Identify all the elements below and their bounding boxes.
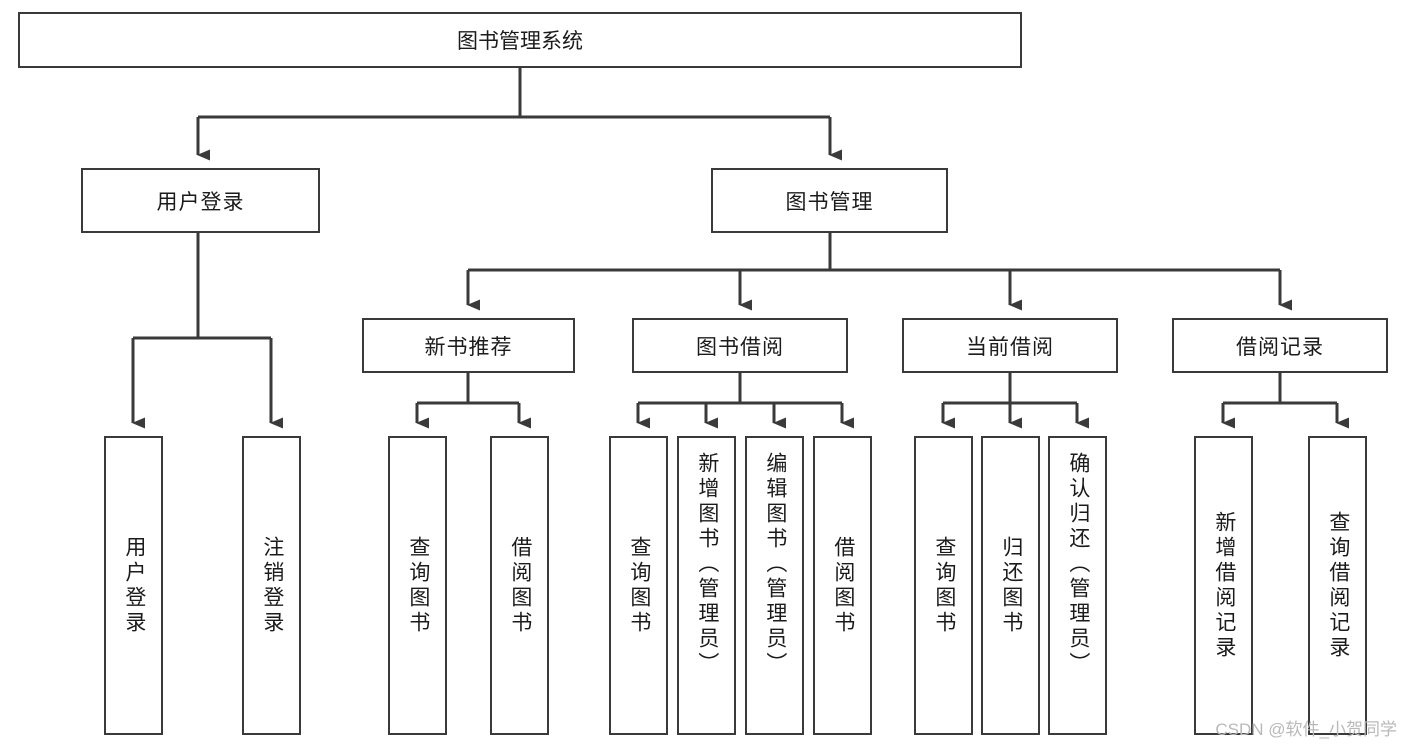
leaf-label: 新增借阅记录 xyxy=(1212,510,1236,661)
leaf-label: 新增图书（管理员） xyxy=(695,452,719,677)
node-label: 图书借阅 xyxy=(696,335,784,359)
node-current-borrow[interactable]: 当前借阅 xyxy=(902,318,1118,373)
node-book-management[interactable]: 图书管理 xyxy=(711,168,948,233)
node-root-system[interactable]: 图书管理系统 xyxy=(18,12,1022,68)
node-user-login[interactable]: 用户登录 xyxy=(81,168,320,233)
leaf-label: 确认归还（管理员） xyxy=(1066,452,1090,677)
leaf-query-book-recommend[interactable]: 查询图书 xyxy=(388,436,447,735)
leaf-label: 用户登录 xyxy=(122,535,146,636)
leaf-add-borrow-record[interactable]: 新增借阅记录 xyxy=(1194,436,1253,735)
node-borrow-record[interactable]: 借阅记录 xyxy=(1172,318,1388,373)
leaf-edit-book-admin[interactable]: 编辑图书（管理员） xyxy=(745,436,804,735)
leaf-user-login[interactable]: 用户登录 xyxy=(104,436,163,735)
leaf-label: 查询图书 xyxy=(627,535,651,636)
leaf-user-logout[interactable]: 注销登录 xyxy=(242,436,301,735)
leaf-borrow-book[interactable]: 借阅图书 xyxy=(813,436,872,735)
leaf-label: 查询图书 xyxy=(932,535,956,636)
leaf-borrow-book-recommend[interactable]: 借阅图书 xyxy=(490,436,549,735)
leaf-query-book-borrow[interactable]: 查询图书 xyxy=(609,436,668,735)
node-label: 新书推荐 xyxy=(424,335,513,359)
node-new-book-recommend[interactable]: 新书推荐 xyxy=(362,318,575,373)
leaf-label: 查询图书 xyxy=(406,535,430,636)
leaf-query-borrow-record[interactable]: 查询借阅记录 xyxy=(1308,436,1367,735)
leaf-label: 编辑图书（管理员） xyxy=(763,452,787,677)
node-label: 图书管理 xyxy=(785,190,874,214)
leaf-label: 借阅图书 xyxy=(831,535,855,636)
leaf-label: 借阅图书 xyxy=(508,535,532,636)
node-book-borrow[interactable]: 图书借阅 xyxy=(632,318,848,373)
leaf-query-book-current[interactable]: 查询图书 xyxy=(914,436,973,735)
node-label: 当前借阅 xyxy=(966,335,1054,359)
node-label: 图书管理系统 xyxy=(457,30,583,53)
node-label: 借阅记录 xyxy=(1236,335,1324,359)
leaf-label: 归还图书 xyxy=(999,535,1023,636)
leaf-label: 注销登录 xyxy=(260,535,284,636)
leaf-label: 查询借阅记录 xyxy=(1326,510,1350,661)
leaf-confirm-return-admin[interactable]: 确认归还（管理员） xyxy=(1048,436,1107,735)
leaf-return-book[interactable]: 归还图书 xyxy=(981,436,1040,735)
node-label: 用户登录 xyxy=(156,190,245,214)
leaf-add-book-admin[interactable]: 新增图书（管理员） xyxy=(677,436,736,735)
